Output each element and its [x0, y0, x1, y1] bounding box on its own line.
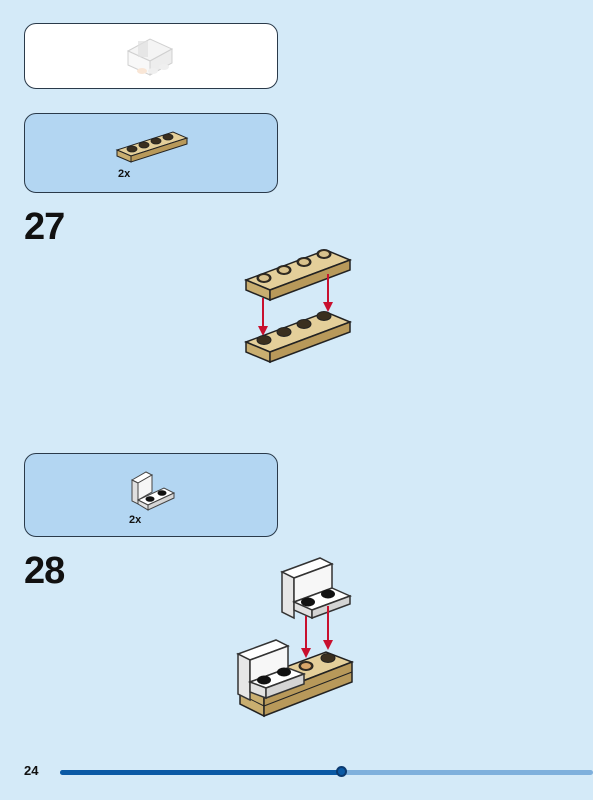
white-bracket-floating [280, 557, 352, 620]
part-quantity: 2x [118, 168, 131, 180]
progress-bar [60, 766, 593, 777]
subassembly-thumbnail [126, 38, 174, 76]
page-number: 24 [24, 763, 39, 778]
tan-plate-top [243, 249, 353, 302]
step-number: 27 [24, 206, 65, 248]
step-27-illustration [243, 249, 353, 364]
placement-arrows [301, 606, 333, 658]
step-28-illustration [236, 557, 355, 718]
progress-knob [336, 766, 348, 777]
tan-plate-1x4-icon [115, 131, 189, 163]
base-assembly [236, 639, 355, 718]
part-quantity: 2x [129, 514, 142, 526]
white-bracket-1x2-icon [130, 471, 176, 511]
subassembly-callout [24, 23, 278, 89]
parts-list-step-28: 2x [24, 453, 278, 537]
placement-arrows [258, 274, 333, 336]
progress-fill [60, 770, 343, 775]
tan-plate-bottom [243, 311, 353, 364]
step-number: 28 [24, 550, 65, 592]
parts-list-step-27: 2x [24, 113, 278, 193]
